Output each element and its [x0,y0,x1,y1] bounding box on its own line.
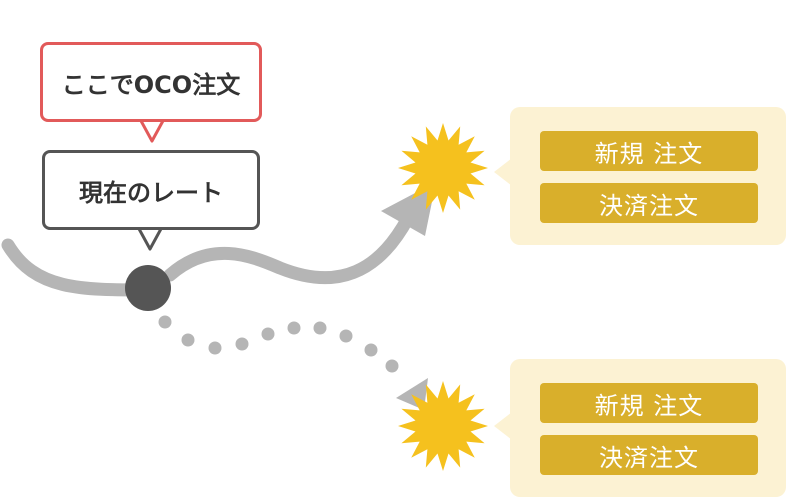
upper-settle-order-label: 決済注文 [540,183,758,223]
current-rate-point [125,265,171,311]
rate-callout-pointer [136,225,164,251]
lower-settle-order-label: 決済注文 [540,435,758,475]
upper-outcome-panel: 新規 注文 決済注文 [510,107,786,245]
oco-order-callout-text: ここでOCO注文 [61,70,241,99]
downward-dotted-path [158,315,399,373]
oco-order-callout: ここでOCO注文 [40,42,262,122]
upper-panel-pointer [494,158,512,186]
upward-path [163,211,415,285]
lower-panel-pointer [494,412,512,440]
lower-new-order-label: 新規 注文 [540,383,758,423]
upper-new-order-label: 新規 注文 [540,131,758,171]
upper-trigger-burst-icon [398,123,488,213]
current-rate-callout: 現在のレート [42,150,260,230]
lower-trigger-burst-icon [398,381,488,471]
lower-outcome-panel: 新規 注文 決済注文 [510,359,786,497]
upward-arrow-head [381,182,436,236]
current-rate-callout-text: 現在のレート [79,178,223,207]
oco-callout-pointer [138,117,166,143]
